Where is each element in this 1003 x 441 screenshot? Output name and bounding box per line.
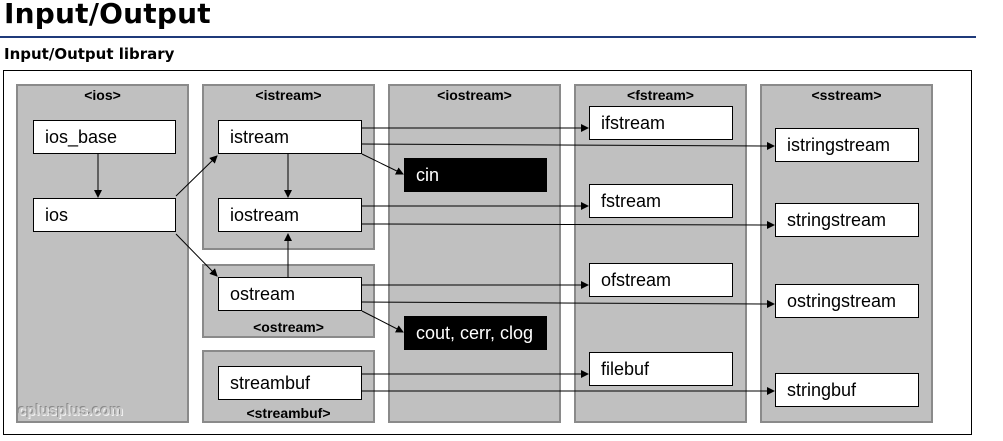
panel-label-ostream: <ostream> [253,319,324,335]
class-ios-base[interactable]: ios_base [33,120,176,154]
panel-iostream: <iostream> [388,84,561,423]
panel-label-ios: <ios> [84,87,121,103]
arrow-ostream-ostringstream [361,299,775,308]
class-ifstream[interactable]: ifstream [589,106,733,140]
title-divider [0,36,976,38]
panel-label-fstream: <fstream> [627,87,694,103]
class-stringstream[interactable]: stringstream [775,203,919,237]
class-ofstream[interactable]: ofstream [589,263,733,297]
class-streambuf[interactable]: streambuf [218,366,362,400]
arrow-iostream-stringstream [361,220,775,229]
section-title: Input/Output library [4,45,175,63]
arrow-istream-istringstream [361,141,775,150]
object-cin[interactable]: cin [404,158,547,192]
arrow-istream-cin [361,153,404,175]
class-filebuf[interactable]: filebuf [589,352,733,386]
panel-label-sstream: <sstream> [811,87,882,103]
cplusplus-watermark: cplusplus.com [18,402,124,419]
class-stringbuf[interactable]: stringbuf [775,373,919,407]
panel-label-streambuf: <streambuf> [246,405,331,421]
arrow-ostream-cout [361,310,404,333]
class-iostream[interactable]: iostream [218,198,362,232]
arrow-ios-ostream [175,233,218,277]
class-istringstream[interactable]: istringstream [775,128,919,162]
class-ios[interactable]: ios [33,198,176,232]
class-istream[interactable]: istream [218,120,362,154]
class-ostringstream[interactable]: ostringstream [775,284,919,318]
class-fstream[interactable]: fstream [589,184,733,218]
page-title: Input/Output [4,0,211,30]
class-ostream[interactable]: ostream [218,277,362,311]
panel-label-iostream: <iostream> [437,87,512,103]
arrow-ios-istream [175,155,218,197]
object-cout-cerr-clog[interactable]: cout, cerr, clog [404,316,547,350]
panel-label-istream: <istream> [255,87,322,103]
